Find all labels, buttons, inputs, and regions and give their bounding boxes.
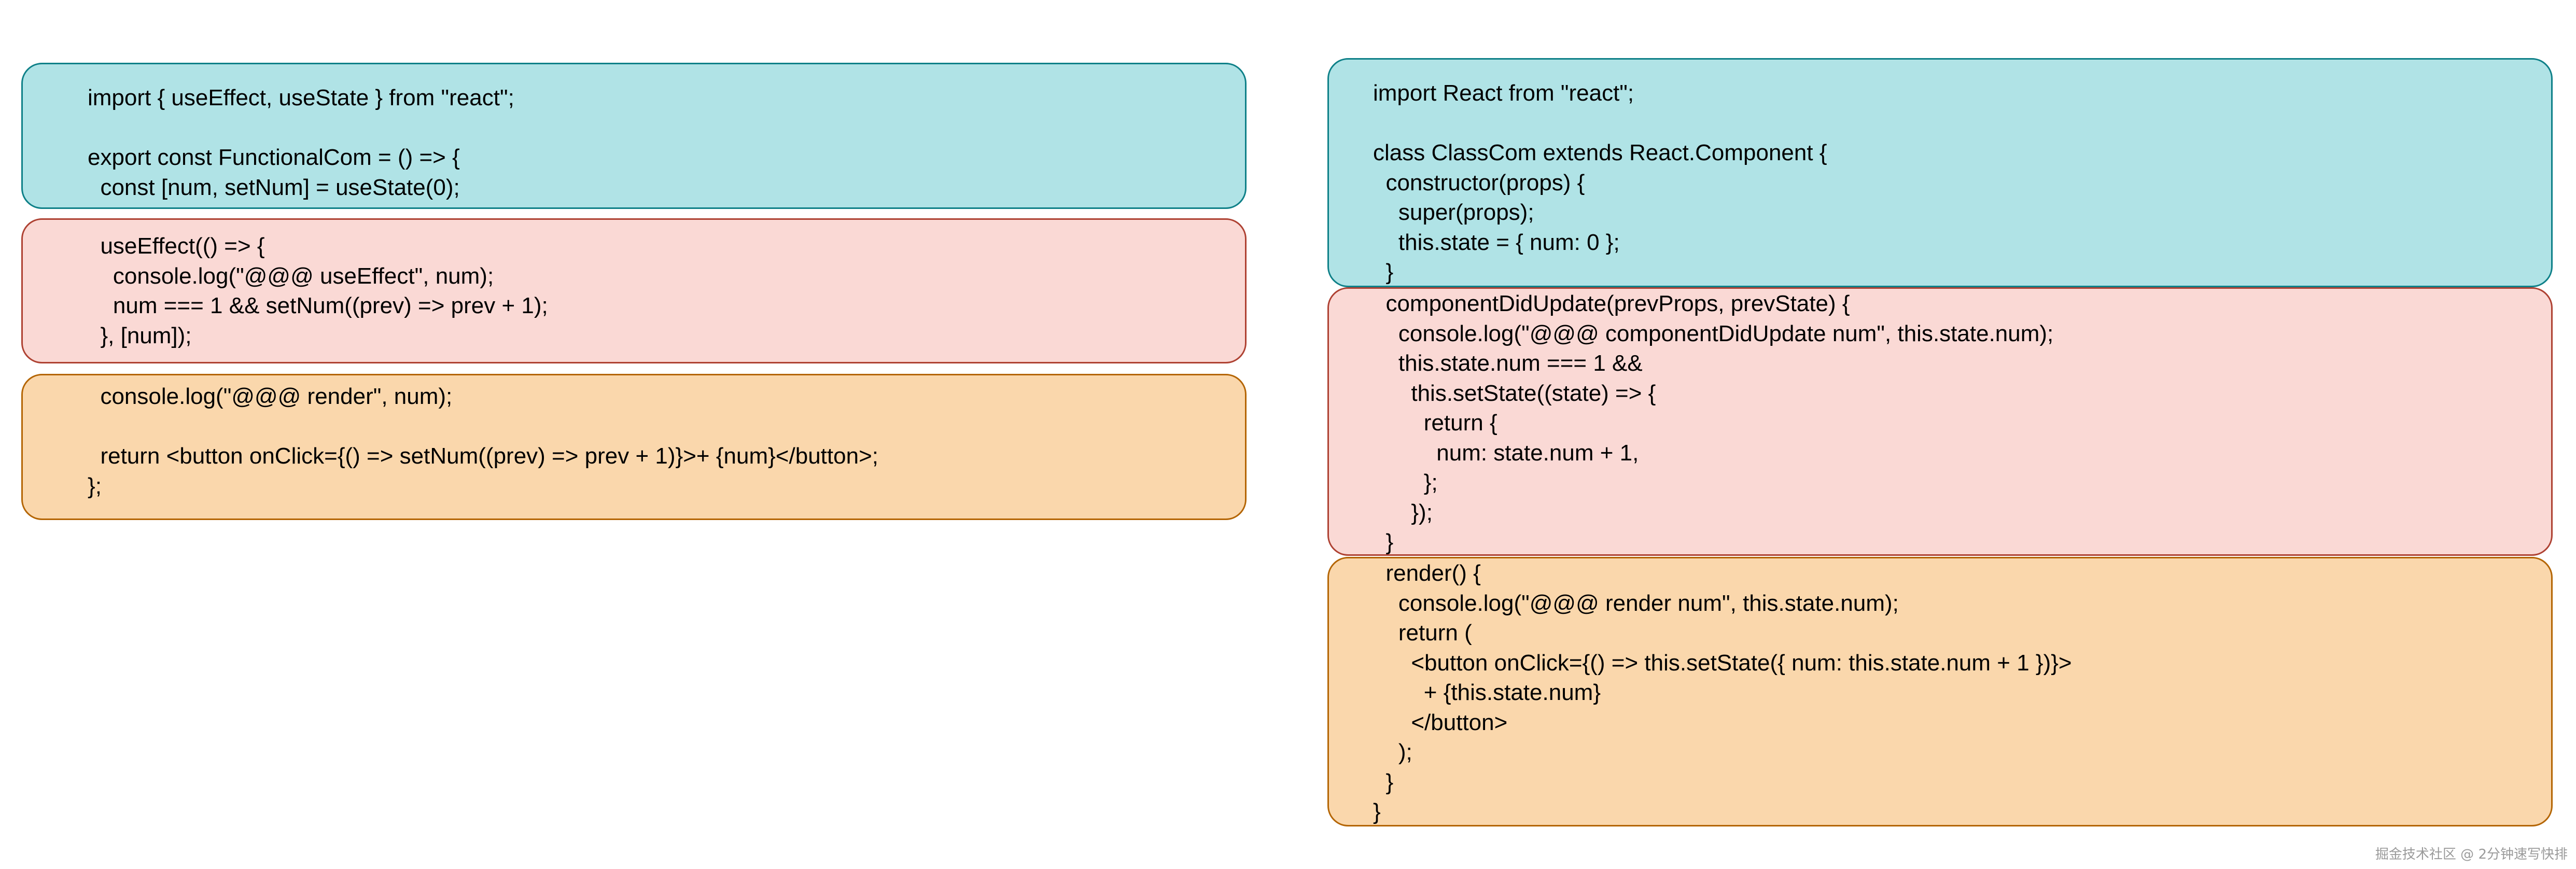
functional-render-code: console.log("@@@ render", num); return <… [88, 384, 878, 499]
functional-imports-code: import { useEffect, useState } from "rea… [88, 85, 514, 200]
functional-effect-block: useEffect(() => { console.log("@@@ useEf… [21, 218, 1247, 363]
class-update-block: componentDidUpdate(prevProps, prevState)… [1327, 287, 2553, 556]
functional-render-block: console.log("@@@ render", num); return <… [21, 374, 1247, 520]
watermark: 掘金技术社区 @ 2分钟速写快排 [2375, 847, 2568, 862]
functional-imports-block: import { useEffect, useState } from "rea… [21, 63, 1247, 209]
class-imports-code: import React from "react"; class ClassCo… [1373, 80, 1827, 285]
class-update-code: componentDidUpdate(prevProps, prevState)… [1385, 291, 2054, 555]
class-imports-block: import React from "react"; class ClassCo… [1327, 58, 2553, 287]
class-render-block: render() { console.log("@@@ render num",… [1327, 557, 2553, 826]
functional-effect-code: useEffect(() => { console.log("@@@ useEf… [100, 233, 548, 348]
class-render-code: render() { console.log("@@@ render num",… [1373, 560, 2072, 824]
